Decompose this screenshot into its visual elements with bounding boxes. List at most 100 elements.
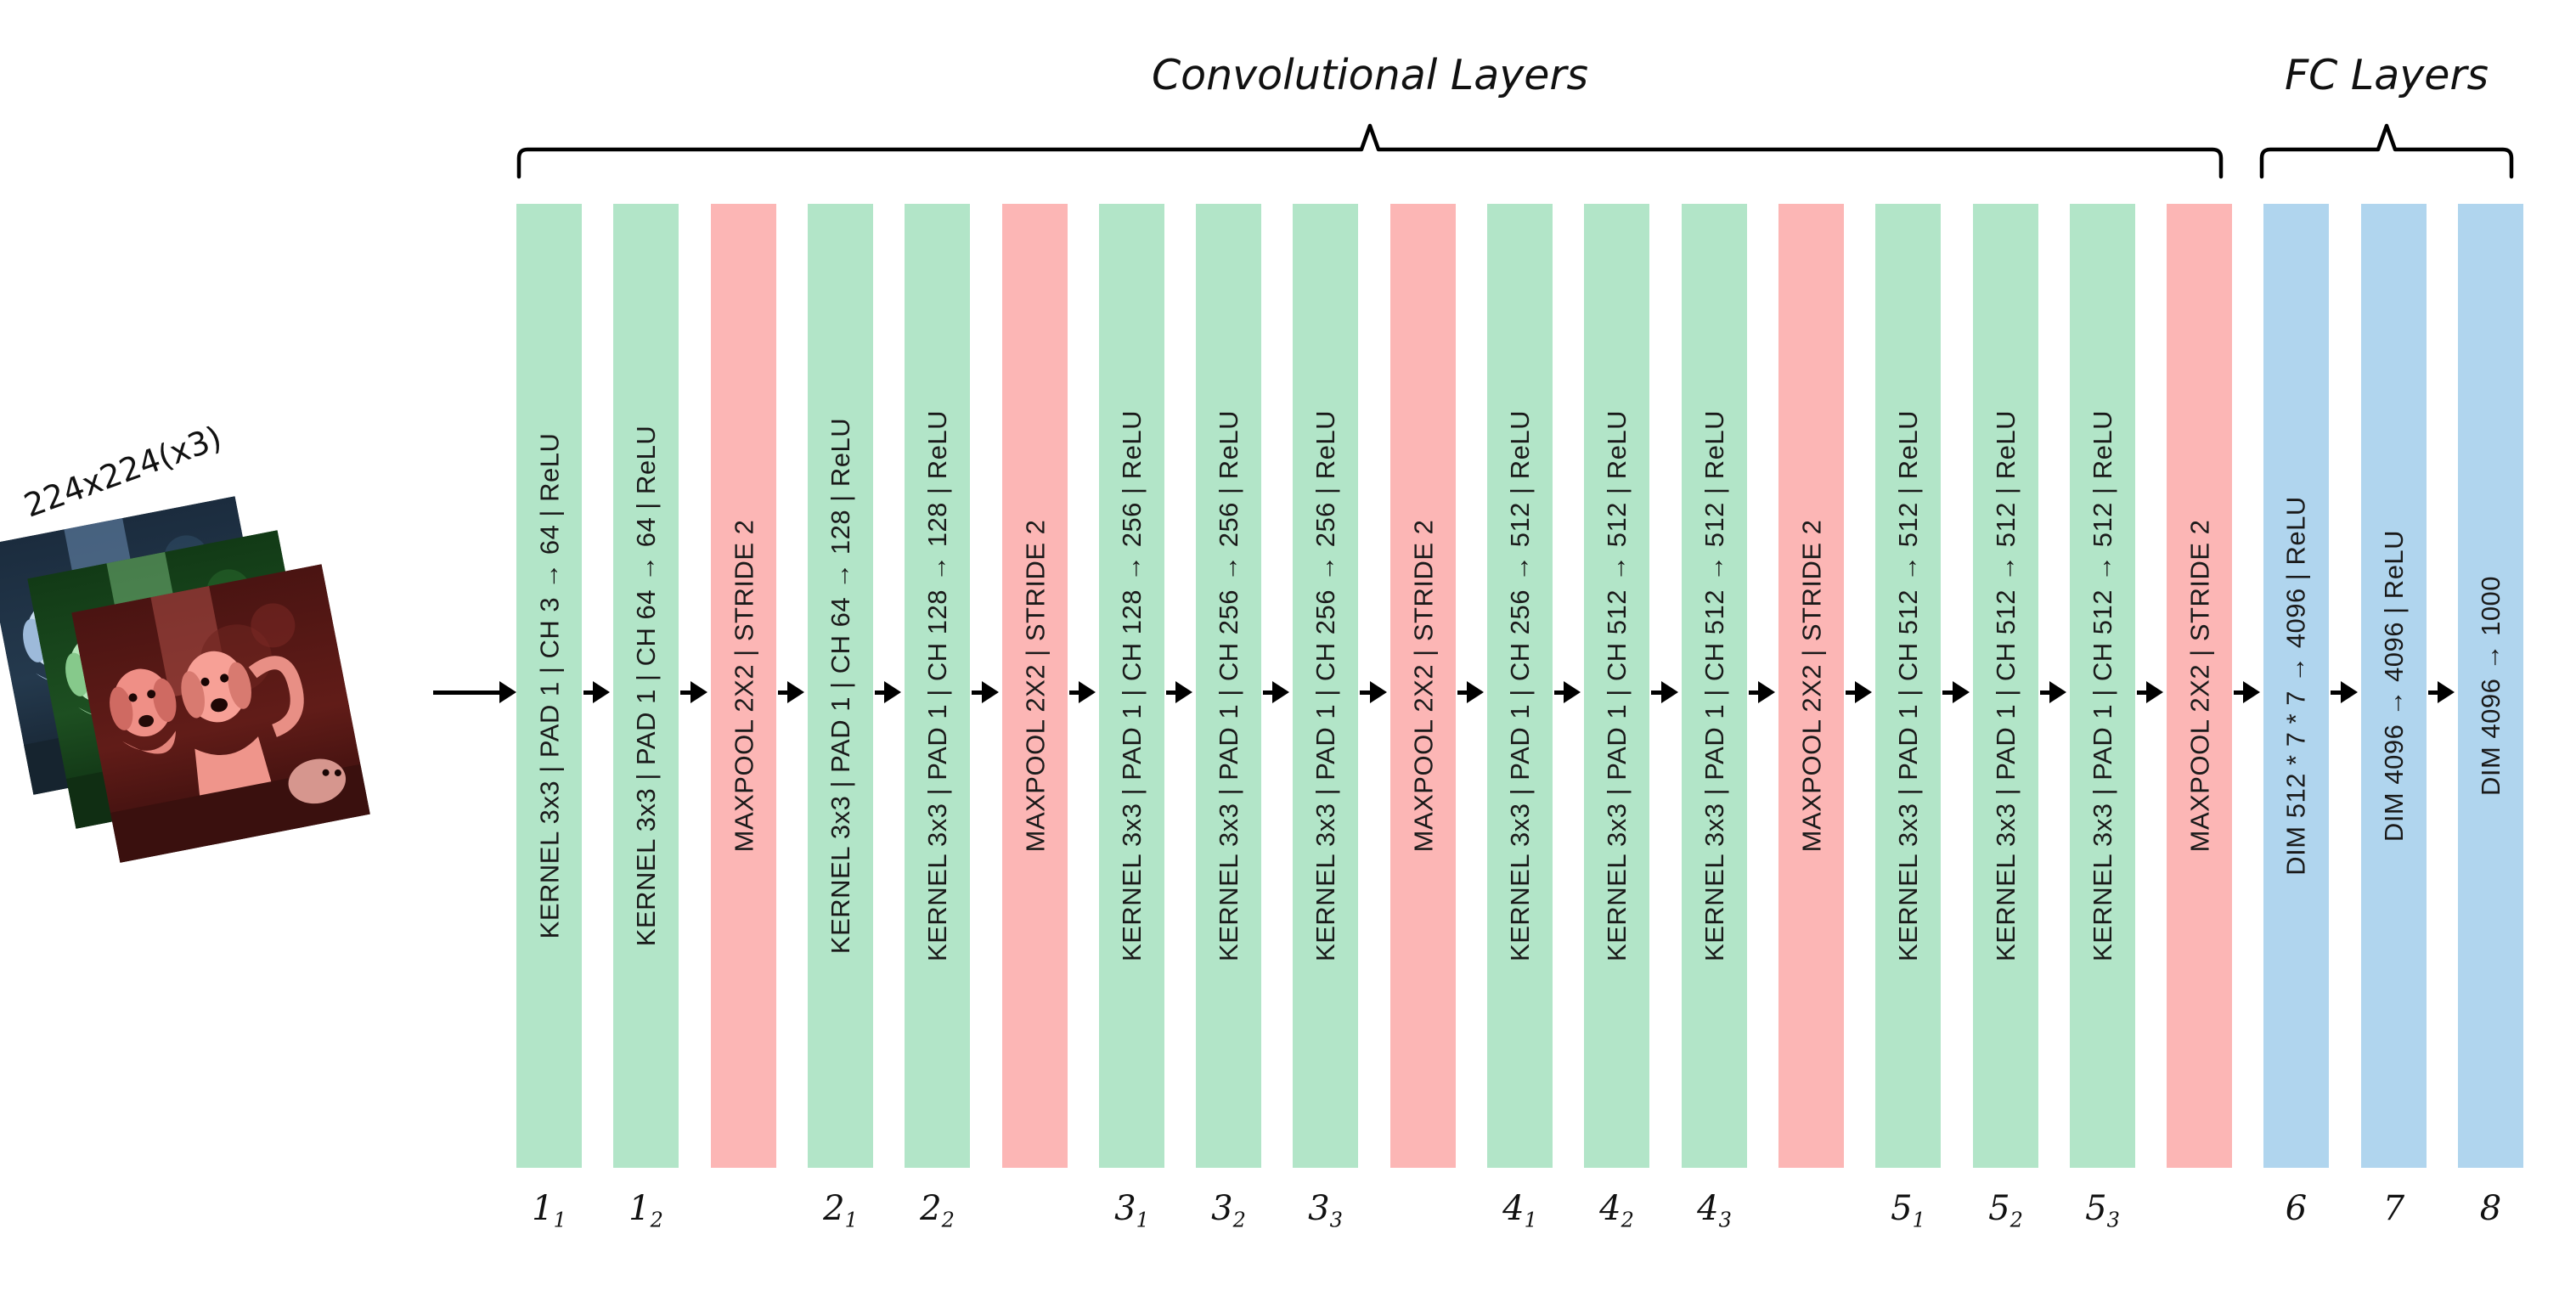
flow-arrow-18	[2234, 681, 2262, 703]
flow-arrow-12	[1651, 681, 1680, 703]
layer-index-subscript: 1	[1524, 1208, 1537, 1232]
layer-block-conv-5[interactable]: KERNEL 3x3 | PAD 1 | CH 128 → 128 | ReLU	[905, 204, 970, 1168]
fc-layers-label: FC Layers	[2284, 51, 2489, 99]
layer-block-pool-14[interactable]: MAXPOOL 2X2 | STRIDE 2	[1778, 204, 1844, 1168]
layer-index-subscript: 1	[553, 1208, 566, 1232]
input-arrow	[433, 681, 516, 703]
conv-brace-shape	[516, 123, 2224, 179]
layer-block-label: KERNEL 3x3 | PAD 1 | CH 256 → 256 | ReLU	[1214, 410, 1243, 961]
layer-block-label: KERNEL 3x3 | PAD 1 | CH 512 → 512 | ReLU	[1602, 410, 1632, 961]
layer-block-label: DIM 512 * 7 * 7 → 4096 | ReLU	[2281, 496, 2312, 876]
layer-block-label: MAXPOOL 2X2 | STRIDE 2	[1020, 519, 1050, 853]
layer-block-label: KERNEL 3x3 | PAD 1 | CH 512 → 512 | ReLU	[1893, 410, 1923, 961]
flow-arrow-13	[1749, 681, 1777, 703]
layer-index-number: 3	[1211, 1189, 1233, 1228]
layer-block-conv-12[interactable]: KERNEL 3x3 | PAD 1 | CH 512 → 512 | ReLU	[1584, 204, 1649, 1168]
flow-arrow-8	[1263, 681, 1291, 703]
layer-index-number: 3	[1114, 1189, 1136, 1228]
layer-block-conv-13[interactable]: KERNEL 3x3 | PAD 1 | CH 512 → 512 | ReLU	[1682, 204, 1747, 1168]
layer-index-subscript: 2	[2010, 1208, 2023, 1232]
flow-arrow-15	[1942, 681, 1971, 703]
layer-index-number: 7	[2382, 1189, 2405, 1228]
layer-block-pool-18[interactable]: MAXPOOL 2X2 | STRIDE 2	[2167, 204, 2232, 1168]
layer-index-number: 8	[2479, 1189, 2502, 1228]
layer-index-label: 51	[1875, 1189, 1941, 1232]
flow-arrow-10	[1457, 681, 1485, 703]
flow-arrow-19	[2331, 681, 2359, 703]
flow-arrow-11	[1554, 681, 1582, 703]
convolutional-layers-label: Convolutional Layers	[1151, 51, 1589, 99]
layer-block-label: DIM 4096 → 1000	[2476, 575, 2506, 797]
layer-block-fc-19[interactable]: DIM 512 * 7 * 7 → 4096 | ReLU	[2263, 204, 2329, 1168]
layer-index-label: 22	[905, 1189, 970, 1232]
layer-block-label: KERNEL 3x3 | PAD 1 | CH 256 → 512 | ReLU	[1505, 410, 1535, 961]
layer-block-conv-4[interactable]: KERNEL 3x3 | PAD 1 | CH 64 → 128 | ReLU	[808, 204, 873, 1168]
layer-index-number: 4	[1599, 1189, 1621, 1228]
layer-index-number: 1	[532, 1189, 554, 1228]
input-channel-red	[71, 564, 370, 863]
layer-index-subscript: 1	[1912, 1208, 1925, 1232]
layer-block-label: KERNEL 3x3 | PAD 1 | CH 128 → 256 | ReLU	[1117, 410, 1147, 961]
layer-block-conv-8[interactable]: KERNEL 3x3 | PAD 1 | CH 256 → 256 | ReLU	[1196, 204, 1261, 1168]
layer-block-label: KERNEL 3x3 | PAD 1 | CH 512 → 512 | ReLU	[1699, 410, 1729, 961]
layer-index-label: 6	[2263, 1189, 2329, 1228]
fc-brace-shape	[2259, 123, 2514, 179]
flow-arrow-1	[583, 681, 612, 703]
layer-index-number: 2	[920, 1189, 942, 1228]
layer-index-label: 42	[1584, 1189, 1649, 1232]
layer-block-label: MAXPOOL 2X2 | STRIDE 2	[1408, 519, 1438, 853]
layer-index-number: 5	[2085, 1189, 2107, 1228]
layer-index-subscript: 1	[844, 1208, 858, 1232]
layer-block-label: MAXPOOL 2X2 | STRIDE 2	[2184, 519, 2214, 853]
layer-block-fc-21[interactable]: DIM 4096 → 1000	[2458, 204, 2523, 1168]
layer-block-pool-6[interactable]: MAXPOOL 2X2 | STRIDE 2	[1002, 204, 1068, 1168]
layer-block-conv-11[interactable]: KERNEL 3x3 | PAD 1 | CH 256 → 512 | ReLU	[1487, 204, 1553, 1168]
layer-index-label: 8	[2458, 1189, 2523, 1228]
convolutional-layers-bracket: Convolutional Layers	[516, 51, 2224, 179]
layer-block-conv-9[interactable]: KERNEL 3x3 | PAD 1 | CH 256 → 256 | ReLU	[1293, 204, 1358, 1168]
flow-arrow-4	[875, 681, 903, 703]
layer-block-label: KERNEL 3x3 | PAD 1 | CH 512 → 512 | ReLU	[1991, 410, 2021, 961]
input-image-stack	[0, 459, 476, 900]
flow-arrow-14	[1846, 681, 1874, 703]
layer-index-label: 21	[808, 1189, 873, 1232]
layer-index-label: 43	[1682, 1189, 1747, 1232]
layer-index-label: 41	[1487, 1189, 1553, 1232]
layer-index-label: 7	[2361, 1189, 2427, 1228]
layer-block-pool-3[interactable]: MAXPOOL 2X2 | STRIDE 2	[711, 204, 776, 1168]
layer-block-conv-2[interactable]: KERNEL 3x3 | PAD 1 | CH 64 → 64 | ReLU	[613, 204, 679, 1168]
layer-block-label: DIM 4096 → 4096 | ReLU	[2379, 529, 2409, 843]
layer-index-number: 5	[1988, 1189, 2010, 1228]
flow-arrow-20	[2428, 681, 2456, 703]
layer-index-subscript: 2	[1232, 1208, 1246, 1232]
layer-index-number: 1	[628, 1189, 651, 1228]
layer-index-subscript: 2	[941, 1208, 955, 1232]
layer-block-label: KERNEL 3x3 | PAD 1 | CH 64 → 128 | ReLU	[826, 417, 856, 955]
flow-arrow-5	[972, 681, 1001, 703]
layer-block-conv-15[interactable]: KERNEL 3x3 | PAD 1 | CH 512 → 512 | ReLU	[1875, 204, 1941, 1168]
layer-index-number: 4	[1502, 1189, 1525, 1228]
layer-index-label: 32	[1196, 1189, 1261, 1232]
red-channel-image	[71, 564, 370, 863]
layer-index-number: 3	[1308, 1189, 1330, 1228]
layer-index-number: 4	[1697, 1189, 1719, 1228]
layer-block-conv-17[interactable]: KERNEL 3x3 | PAD 1 | CH 512 → 512 | ReLU	[2070, 204, 2135, 1168]
layer-index-number: 5	[1891, 1189, 1913, 1228]
flow-arrow-16	[2040, 681, 2068, 703]
layer-block-conv-1[interactable]: KERNEL 3x3 | PAD 1 | CH 3 → 64 | ReLU	[516, 204, 582, 1168]
flow-arrow-6	[1069, 681, 1097, 703]
flow-arrow-9	[1360, 681, 1389, 703]
flow-arrow-3	[778, 681, 806, 703]
layer-block-fc-20[interactable]: DIM 4096 → 4096 | ReLU	[2361, 204, 2427, 1168]
layer-block-label: KERNEL 3x3 | PAD 1 | CH 128 → 128 | ReLU	[922, 410, 952, 961]
layer-block-label: KERNEL 3x3 | PAD 1 | CH 64 → 64 | ReLU	[631, 425, 662, 947]
flow-arrow-17	[2137, 681, 2165, 703]
flow-arrow-2	[680, 681, 709, 703]
layer-block-conv-7[interactable]: KERNEL 3x3 | PAD 1 | CH 128 → 256 | ReLU	[1099, 204, 1164, 1168]
layer-block-pool-10[interactable]: MAXPOOL 2X2 | STRIDE 2	[1390, 204, 1456, 1168]
layer-block-conv-16[interactable]: KERNEL 3x3 | PAD 1 | CH 512 → 512 | ReLU	[1973, 204, 2038, 1168]
layer-block-label: KERNEL 3x3 | PAD 1 | CH 256 → 256 | ReLU	[1311, 410, 1340, 961]
layer-index-label: 52	[1973, 1189, 2038, 1232]
layer-index-subscript: 2	[650, 1208, 663, 1232]
